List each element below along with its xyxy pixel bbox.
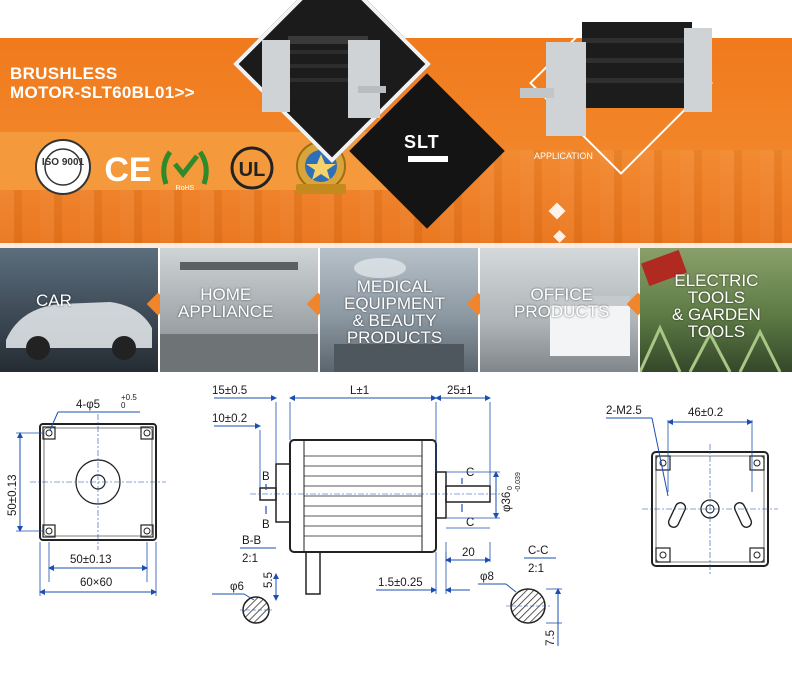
section-cc-label: C-C	[528, 545, 548, 557]
banner-title-line2: MOTOR-SLT60BL01>>	[10, 83, 195, 102]
ul-mark-icon: UL	[228, 146, 276, 195]
application-categories: CAR HOME APPLIANCE MEDICAL EQUIPMENT & B…	[0, 248, 792, 374]
category-office[interactable]: OFFICE PRODUCTS	[480, 248, 638, 372]
ce-text: CE	[104, 151, 151, 188]
category-label: CAR	[36, 292, 72, 309]
ce-mark-icon: CE	[104, 150, 152, 193]
banner-title: BRUSHLESS MOTOR-SLT60BL01>>	[10, 64, 195, 102]
inner-dim: 50±0.13	[70, 554, 112, 566]
brand-logo-mark	[408, 156, 448, 162]
front-view: 4-φ5 +0.5 0 50±0.13 50±0.13 60×60	[7, 393, 166, 596]
rohs-text: RoHS	[176, 185, 195, 192]
dim-15: 1.5±0.25	[378, 577, 423, 589]
category-line: PRODUCTS	[514, 302, 610, 321]
motor-image-1	[250, 30, 390, 135]
rear-view: 2-M2.5 46±0.2	[606, 405, 778, 576]
shaft-dim: 25±1	[447, 385, 473, 397]
ul-text: UL	[239, 159, 266, 181]
section-b-top: B	[262, 471, 270, 483]
section-b-bottom: B	[262, 519, 270, 531]
brand-logo: SLT	[404, 132, 440, 152]
category-line: & BEAUTY	[352, 311, 437, 330]
banner-title-line1: BRUSHLESS	[10, 64, 118, 83]
category-label: OFFICE PRODUCTS	[514, 286, 609, 320]
category-line: PRODUCTS	[346, 328, 443, 347]
category-line: OFFICE	[530, 285, 593, 304]
dim-46: 46±0.2	[688, 407, 723, 419]
category-line: EQUIPMENT	[344, 294, 446, 313]
category-line: ELECTRIC	[674, 271, 759, 290]
dim-75: 7.5	[545, 630, 557, 646]
boss-dim: φ36	[501, 492, 513, 512]
category-label: ELECTRIC TOOLS & GARDEN TOOLS	[672, 272, 761, 340]
section-c-bottom: C	[466, 517, 474, 529]
section-cc-scale: 2:1	[528, 563, 544, 575]
side-view: 15±0.5 L±1 25±1 10±0.2 B B C C φ36 0 -0.…	[212, 385, 562, 646]
boss-tol-lower: -0.039	[515, 472, 522, 492]
cable	[305, 551, 321, 595]
dim-phi8: φ8	[480, 571, 494, 583]
category-medical[interactable]: MEDICAL EQUIPMENT & BEAUTY PRODUCTS	[320, 248, 478, 372]
section-bb-label: B-B	[242, 535, 262, 547]
application-label: APPLICATION	[534, 151, 593, 161]
hole-tol-upper: +0.5	[121, 393, 137, 402]
height-dim: 50±0.13	[7, 475, 19, 517]
category-electric-tools[interactable]: ELECTRIC TOOLS & GARDEN TOOLS	[640, 248, 792, 372]
category-line: CAR	[36, 291, 72, 310]
category-line: HOME	[200, 285, 252, 304]
rohs-badge-icon: RoHS	[156, 140, 214, 201]
dim-phi6: φ6	[230, 581, 244, 593]
category-line: MEDICAL	[356, 277, 433, 296]
technical-drawing: 4-φ5 +0.5 0 50±0.13 50±0.13 60×60	[0, 374, 792, 654]
dim-55: 5.5	[263, 572, 275, 588]
category-label: MEDICAL EQUIPMENT & BEAUTY PRODUCTS	[344, 278, 445, 346]
category-line: TOOLS	[687, 288, 746, 307]
category-label: HOME APPLIANCE	[178, 286, 273, 320]
category-home-appliance[interactable]: HOME APPLIANCE	[160, 248, 318, 372]
category-line: TOOLS	[687, 322, 746, 341]
boss-tol-upper: 0	[507, 486, 514, 490]
category-line: APPLIANCE	[178, 302, 274, 321]
hole-label: 4-φ5	[76, 399, 100, 411]
iso-9001-seal-icon: ISO 9001	[34, 138, 92, 201]
thread-label: 2-M2.5	[606, 405, 642, 417]
section-bb-scale: 2:1	[242, 553, 258, 565]
hole-tol-lower: 0	[121, 401, 126, 410]
section-c-top: C	[466, 467, 474, 479]
flange-dim: 15±0.5	[212, 385, 247, 397]
product-banner: BRUSHLESS MOTOR-SLT60BL01>> ISO 9001 CE …	[0, 0, 792, 248]
category-car[interactable]: CAR	[0, 248, 158, 372]
dim-20: 20	[462, 547, 475, 559]
length-dim: L±1	[350, 385, 369, 397]
outer-dim: 60×60	[80, 577, 112, 589]
shoulder-dim: 10±0.2	[212, 413, 247, 425]
category-line: & GARDEN	[672, 305, 761, 324]
banner-bottom-line	[0, 243, 792, 248]
iso-text: ISO 9001	[42, 157, 85, 168]
motor-image-2	[516, 18, 716, 143]
